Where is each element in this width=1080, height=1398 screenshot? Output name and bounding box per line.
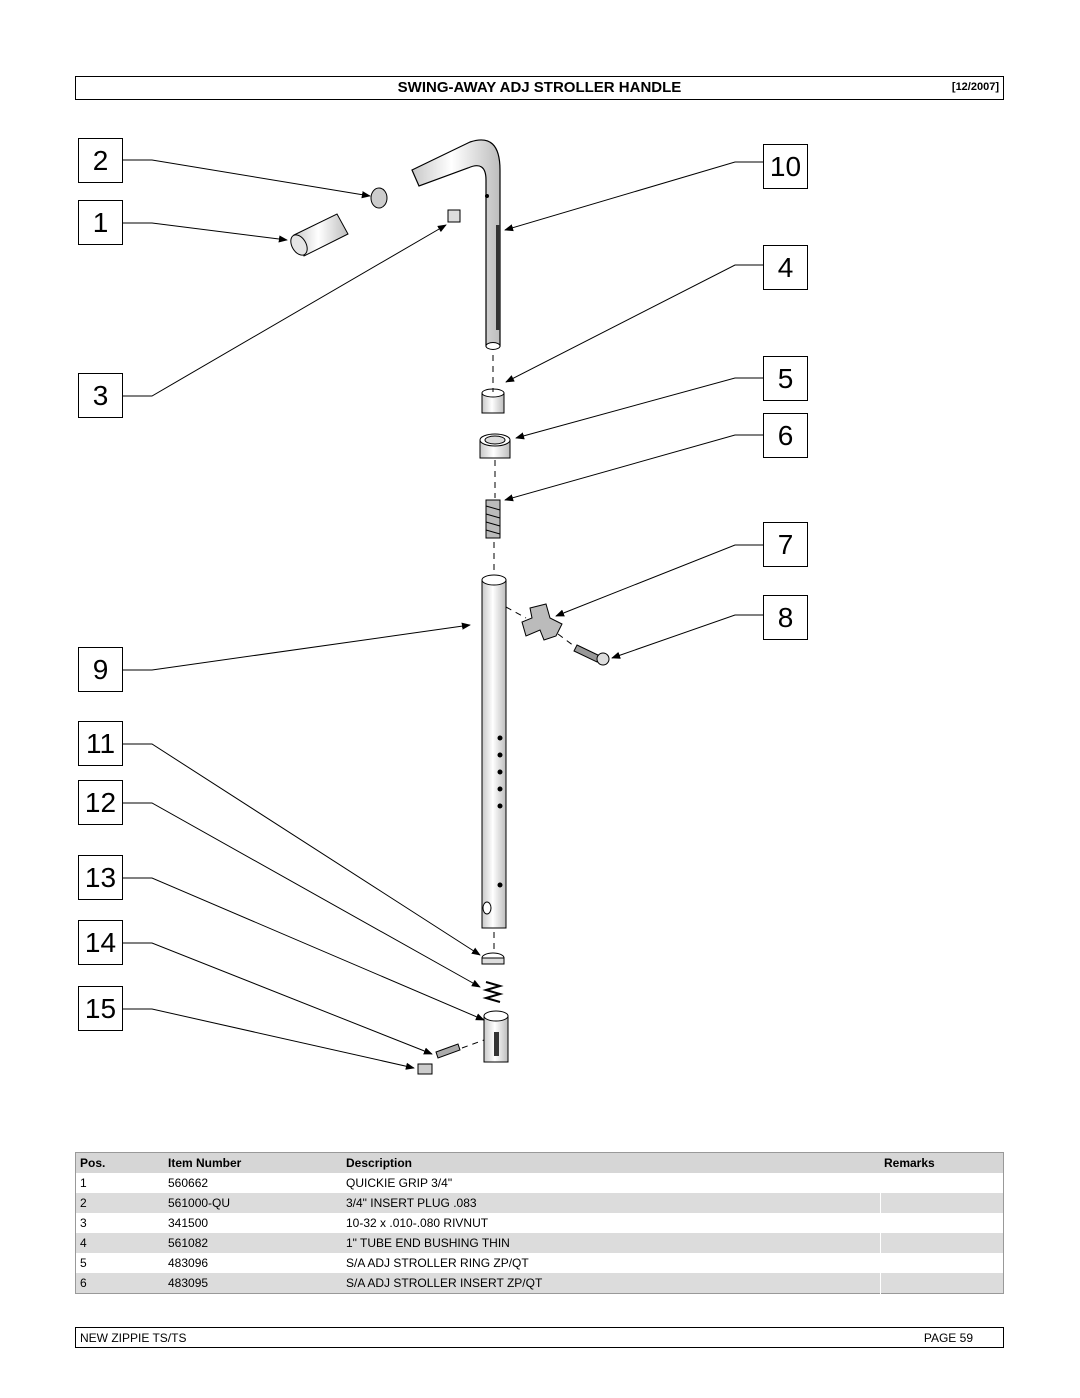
cell-remarks — [879, 1233, 1004, 1253]
callout-2: 2 — [78, 138, 123, 183]
col-pos: Pos. — [75, 1152, 164, 1173]
page-title: SWING-AWAY ADJ STROLLER HANDLE — [397, 79, 682, 96]
cell-desc: 10-32 x .010-.080 RIVNUT — [346, 1216, 489, 1230]
callout-10: 10 — [763, 144, 808, 189]
grip-part — [290, 213, 349, 257]
page-footer: NEW ZIPPIE TS/TS PAGE 59 — [75, 1327, 1004, 1348]
rivnut-part — [447, 209, 461, 223]
cell-desc: 1" TUBE END BUSHING THIN — [342, 1233, 880, 1253]
col-description: Description — [342, 1152, 880, 1173]
cell-pos: 6 — [75, 1273, 164, 1294]
leader-lines — [123, 159, 763, 1070]
spring-part — [482, 981, 504, 1003]
cell-desc: QUICKIE GRIP 3/4" — [346, 1176, 453, 1190]
cell-item: 483095 — [164, 1273, 342, 1294]
lower-tube — [481, 574, 507, 929]
col-item-number: Item Number — [164, 1152, 342, 1173]
parts-table: Pos. Item Number Description Remarks 1 5… — [75, 1152, 1004, 1294]
callout-14: 14 — [78, 920, 123, 965]
cell-item: 561082 — [164, 1233, 342, 1253]
table-row: 5 483096 S/A ADJ STROLLER RING ZP/QT — [76, 1253, 1004, 1273]
table-row: 4 561082 1" TUBE END BUSHING THIN — [75, 1233, 1004, 1253]
cell-pos: 3 — [80, 1216, 87, 1230]
callout-8: 8 — [763, 595, 808, 640]
cell-pos: 1 — [80, 1176, 87, 1190]
callout-13: 13 — [78, 855, 123, 900]
cell-item: 483096 — [168, 1256, 209, 1270]
callout-1: 1 — [78, 200, 123, 245]
stroller-ring-part — [479, 433, 511, 459]
cell-desc: 3/4" INSERT PLUG .083 — [342, 1193, 880, 1213]
revision-date: [12/2007] — [951, 81, 999, 93]
callout-15: 15 — [78, 986, 123, 1031]
table-header-row: Pos. Item Number Description Remarks — [75, 1152, 1004, 1173]
callout-9: 9 — [78, 647, 123, 692]
table-row: 6 483095 S/A ADJ STROLLER INSERT ZP/QT — [75, 1273, 1004, 1294]
cell-desc: S/A ADJ STROLLER INSERT ZP/QT — [342, 1273, 880, 1294]
footer-model: NEW ZIPPIE TS/TS — [80, 1331, 187, 1345]
callout-11: 11 — [78, 721, 123, 766]
cell-pos: 5 — [80, 1256, 87, 1270]
tube-bushing-part — [481, 388, 505, 414]
pin-part — [435, 1043, 461, 1059]
cell-item: 560662 — [168, 1176, 209, 1190]
cell-pos: 2 — [75, 1193, 164, 1213]
callout-12: 12 — [78, 780, 123, 825]
callout-7: 7 — [763, 522, 808, 567]
cell-item: 561000-QU — [164, 1193, 342, 1213]
stroller-insert-part — [485, 499, 501, 539]
exploded-diagram: 2 1 3 9 11 12 13 14 15 10 4 5 6 7 8 — [0, 110, 1080, 1140]
washer-part — [481, 952, 505, 965]
col-remarks: Remarks — [880, 1152, 1004, 1173]
screw-part — [573, 644, 610, 666]
table-row: 1 560662 QUICKIE GRIP 3/4" — [76, 1173, 1004, 1193]
footer-page-number: PAGE 59 — [923, 1331, 973, 1345]
callout-5: 5 — [763, 356, 808, 401]
cell-remarks — [879, 1273, 1004, 1294]
assembly-lines — [461, 355, 575, 1049]
cell-remarks — [879, 1173, 1004, 1193]
upper-handle-tube — [411, 139, 501, 350]
cell-item: 341500 — [168, 1216, 209, 1230]
table-row: 3 341500 10-32 x .010-.080 RIVNUT — [76, 1213, 1004, 1233]
plunger-part — [483, 1010, 509, 1063]
table-row: 2 561000-QU 3/4" INSERT PLUG .083 — [75, 1193, 1004, 1213]
insert-plug-part — [370, 187, 388, 209]
cell-desc: S/A ADJ STROLLER RING ZP/QT — [346, 1256, 529, 1270]
cell-remarks — [879, 1253, 1004, 1273]
cell-pos: 4 — [75, 1233, 164, 1253]
callout-6: 6 — [763, 413, 808, 458]
diagram-svg — [123, 139, 763, 1075]
cell-remarks — [879, 1213, 1004, 1233]
cap-part — [417, 1063, 433, 1075]
callout-3: 3 — [78, 373, 123, 418]
title-bar: SWING-AWAY ADJ STROLLER HANDLE [12/2007] — [75, 76, 1004, 100]
cell-remarks — [879, 1193, 1004, 1213]
knob-part — [521, 603, 563, 641]
callout-4: 4 — [763, 245, 808, 290]
